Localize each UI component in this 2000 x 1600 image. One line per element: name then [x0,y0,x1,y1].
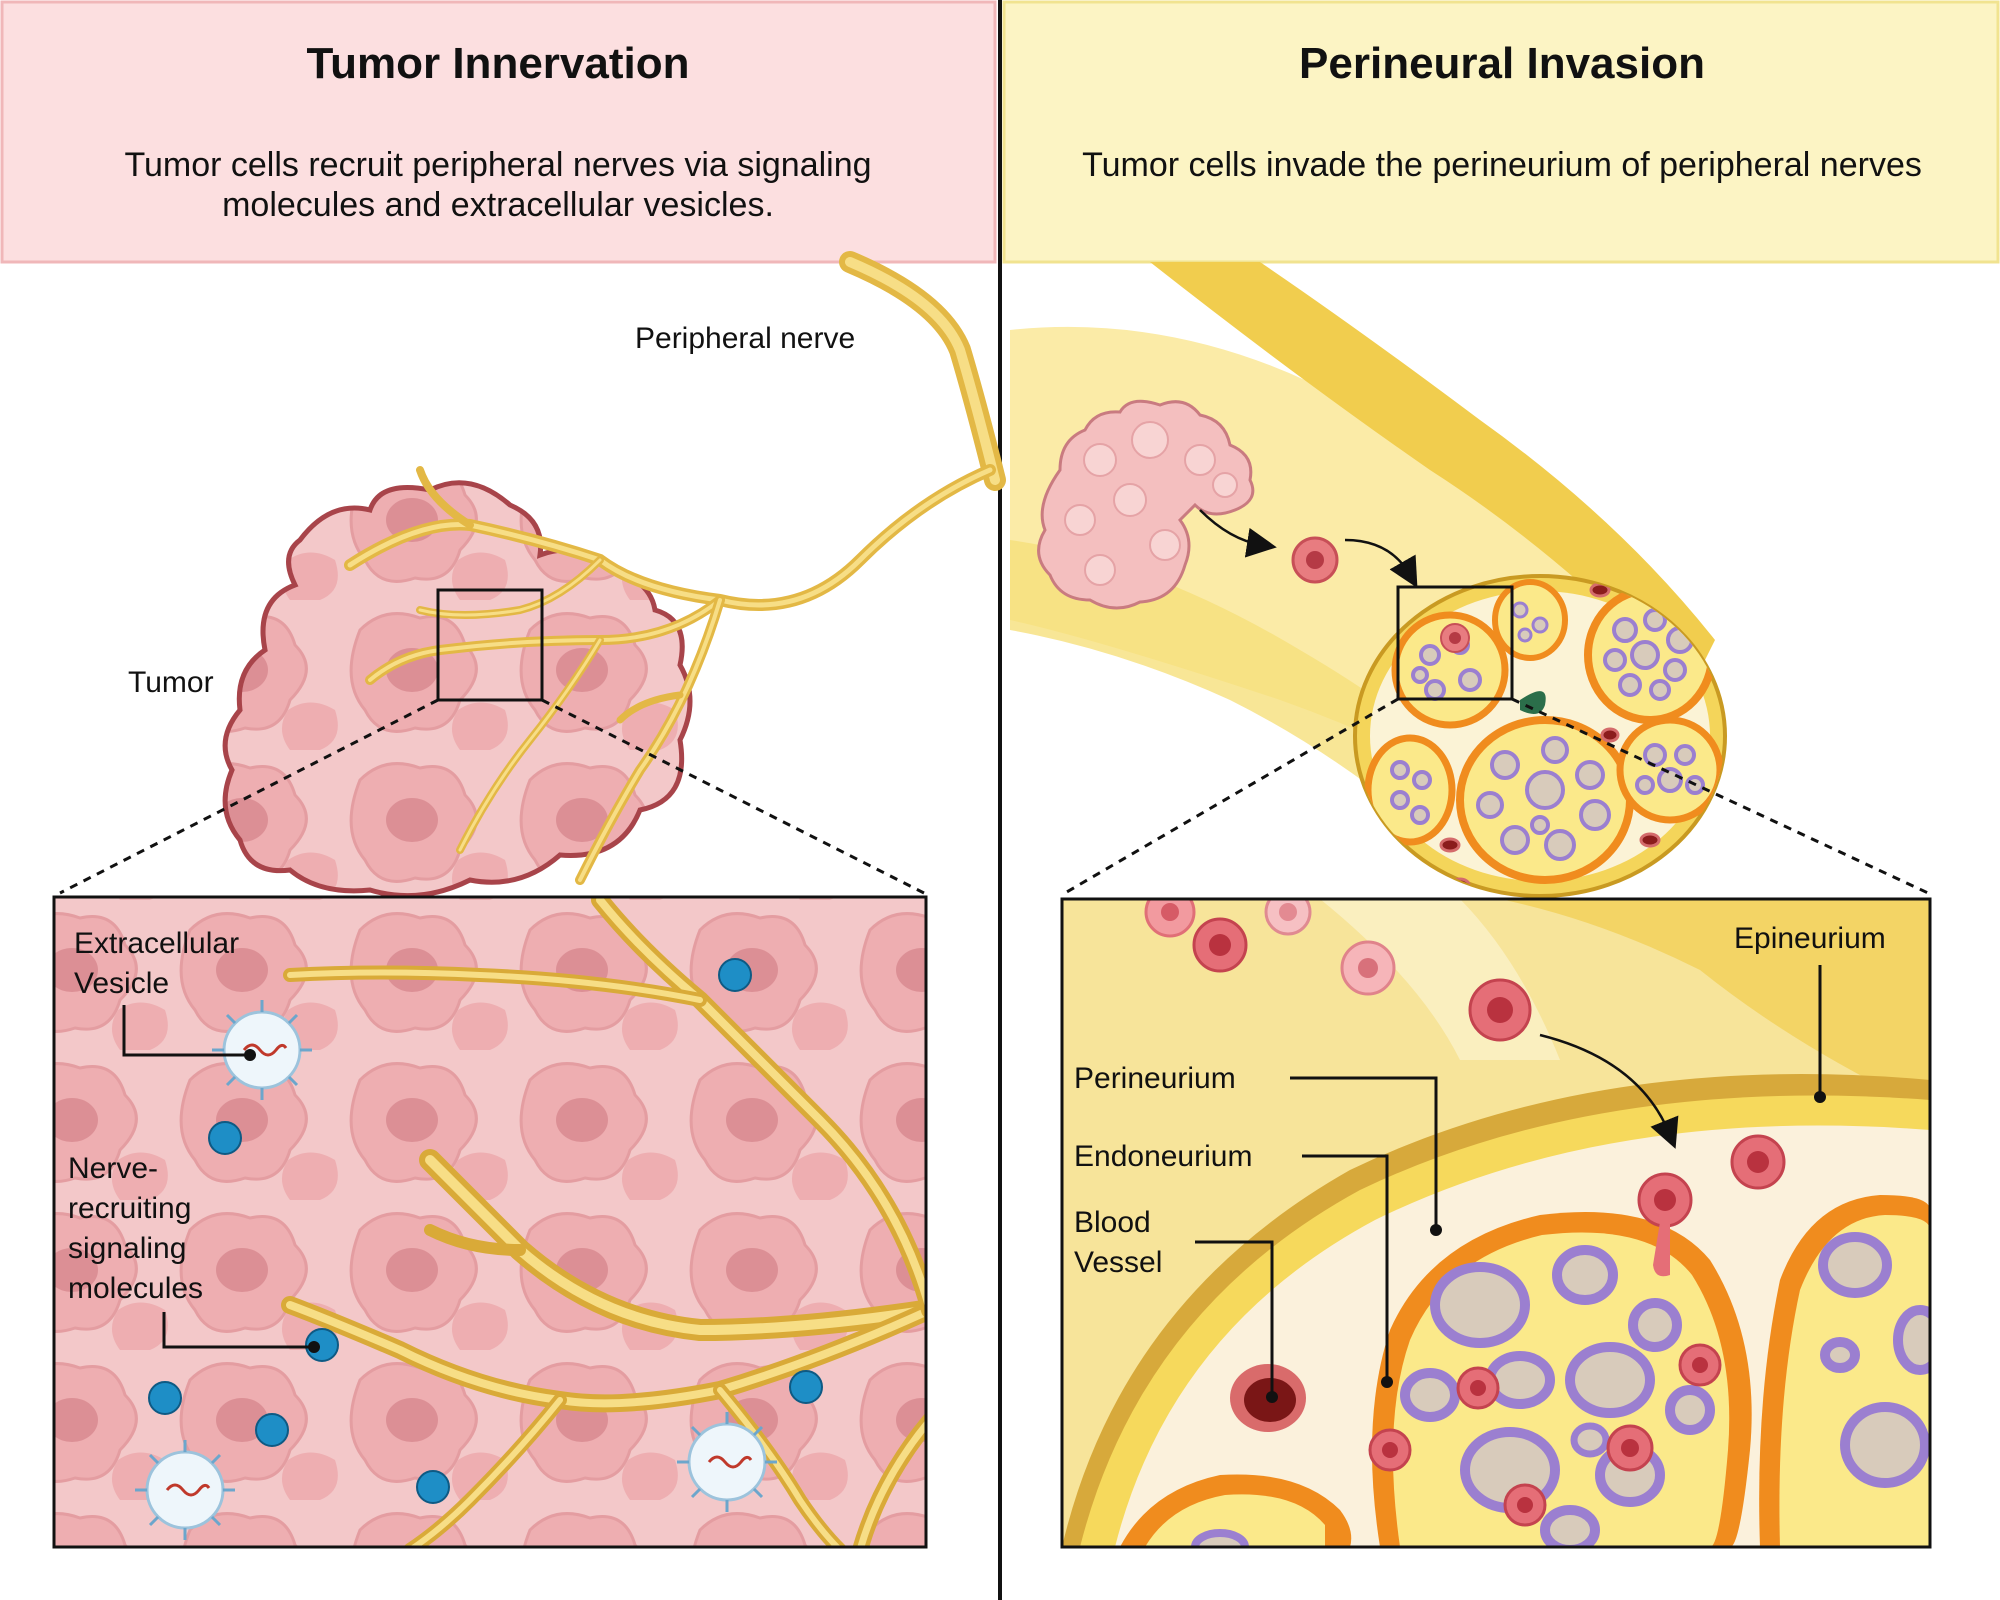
signaling-label-line2: recruiting [68,1192,191,1225]
peripheral-nerve-trunk-highlight [845,257,1000,485]
blood-vessel-leader-dot [1266,1391,1278,1403]
left-panel-subtitle-line2: molecules and extracellular vesicles. [222,186,774,224]
peripheral-nerve-label: Peripheral nerve [635,322,855,355]
nerve-zoom-panel [1062,899,1930,1547]
nerve-bundle-upper-sheath [1150,262,1715,690]
zoom-nerve-fibers [281,897,926,1547]
migrating-tumor-cell [1291,536,1339,584]
zoom-fascicle-bottom-left [1120,1474,1352,1547]
tumor-cell [1264,899,1312,936]
signaling-label-line3: signaling [68,1232,186,1265]
zoom-sheath-band [1500,899,1930,1110]
zoom-tumor-cells [1144,899,1786,1527]
tumor-cell [1192,917,1248,973]
signaling-leader-dot [308,1341,320,1353]
left-panel-title: Tumor Innervation [307,39,690,88]
signaling-molecules [148,958,823,1504]
zoom-line-right [541,698,925,895]
tumor-label: Tumor [128,666,214,699]
zoom-line-left [59,698,439,895]
tumor-cell-invading [1637,1172,1693,1277]
tumor-cell [1503,1483,1547,1527]
left-zoom-box-frame [52,895,928,1549]
signaling-label-line1: Nerve- [68,1152,158,1185]
tumor-zoom-panel [54,897,926,1547]
tumor-cell [1368,1428,1412,1472]
tumor-cell [1730,1134,1786,1190]
tumor-cell [1340,940,1396,996]
perineurium-leader-dot [1430,1224,1442,1236]
extracellular-vesicle [135,1440,235,1540]
arrow-tumor-to-cell [1199,509,1277,558]
endoneurium-label: Endoneurium [1074,1140,1252,1173]
extracellular-vesicles [135,1000,777,1540]
zoom-invasion-arrow [1539,1033,1679,1149]
signaling-molecule [208,1121,242,1155]
fascicle [1492,579,1568,661]
perineurium-leader [1290,1076,1438,1228]
left-header-box [0,0,997,264]
right-panel-subtitle: Tumor cells invade the perineurium of pe… [1082,146,1922,184]
extracellular-vesicle-label-line1: Extracellular [74,927,239,960]
tumor-cell [1144,899,1196,938]
extracellular-vesicle-leader-dot [244,1049,256,1061]
zoom-fascicle-main [1372,1212,1752,1547]
signaling-molecule [255,1413,289,1447]
left-panel-subtitle-line1: Tumor cells recruit peripheral nerves vi… [124,146,871,184]
cross-section-zoom-box [1396,585,1514,701]
arrow-cell-to-nerve [1344,538,1418,589]
tumor-cell [1606,1424,1654,1472]
tumor-cell [1468,978,1532,1042]
perineurium-label: Perineurium [1074,1062,1236,1095]
nerve-cross-section [1353,574,1727,898]
endoneurium-leader [1302,1154,1389,1380]
fascicle [1616,716,1724,824]
tumor-cell [1456,1366,1500,1410]
signaling-leader [162,1312,312,1349]
right-zoom-line-right [1511,697,1929,895]
fascicle [1364,734,1456,846]
signaling-molecule [718,958,752,992]
endoneurium-leader-dot [1381,1376,1393,1388]
peripheral-nerve-trunk [839,251,1006,491]
signaling-label-line4: molecules [68,1272,203,1305]
invading-cell-cross-section [1440,623,1470,653]
tumor-mass [222,480,693,899]
extracellular-vesicle [677,1412,777,1512]
nerve-branches-on-tumor [344,464,996,885]
blood-vessel-leader [1195,1240,1274,1395]
fascicle [1456,716,1634,884]
extracellular-vesicle [212,1000,312,1100]
right-panel-title: Perineural Invasion [1299,39,1705,88]
right-zoom-line-left [1064,697,1399,895]
nerve-lymph-vessel [1520,691,1546,714]
right-tumor-texture [1064,421,1238,586]
extracellular-vesicle-leader [122,1005,248,1057]
extracellular-vesicle-label-line2: Vesicle [74,967,169,1000]
signaling-molecule [789,1370,823,1404]
blood-vessel-label-line1: Blood [1074,1206,1151,1239]
blood-vessel-label-line2: Vessel [1074,1246,1162,1279]
epineurium-label: Epineurium [1734,922,1886,955]
tumor-cell [1678,1343,1722,1387]
zoom-fascicle-right [1759,1195,1930,1547]
fascicle [1584,586,1716,724]
signaling-molecule [416,1470,450,1504]
tumor-zoom-box [436,588,544,702]
signaling-molecule [148,1381,182,1415]
right-header-box [1002,0,2000,264]
epineurium-leader-dot [1814,1091,1826,1103]
right-zoom-box-frame [1060,897,1932,1549]
